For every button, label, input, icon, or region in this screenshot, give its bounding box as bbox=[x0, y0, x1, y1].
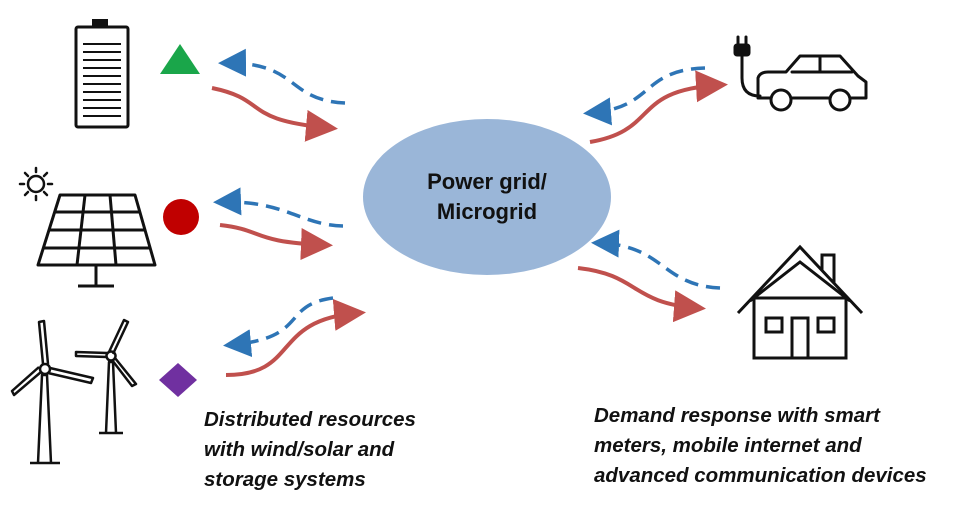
energy-flow-arrow bbox=[589, 70, 728, 144]
circle-marker-icon bbox=[163, 199, 199, 235]
hub-label-line2: Microgrid bbox=[437, 199, 537, 224]
caption-line: advanced communication devices bbox=[594, 464, 927, 487]
distributed-resources-caption: Distributed resources with wind/solar an… bbox=[204, 405, 416, 495]
caption-line: with wind/solar and bbox=[204, 438, 395, 461]
diamond-marker-icon bbox=[159, 363, 197, 397]
battery-icon bbox=[74, 19, 130, 129]
solar-panel-icon bbox=[36, 193, 157, 288]
energy-flow-arrow bbox=[219, 223, 333, 261]
caption-line: Demand response with smart bbox=[594, 404, 880, 427]
demand-response-caption: Demand response with smart meters, mobil… bbox=[594, 401, 927, 491]
caption-line: Distributed resources bbox=[204, 408, 416, 431]
caption-line: storage systems bbox=[204, 468, 366, 491]
info-flow-arrow bbox=[591, 229, 721, 290]
house-icon bbox=[736, 244, 864, 360]
info-flow-arrow bbox=[223, 296, 334, 358]
sun-icon bbox=[18, 166, 54, 202]
caption-line: meters, mobile internet and bbox=[594, 434, 862, 457]
power-grid-hub: Power grid/ Microgrid bbox=[363, 119, 611, 275]
energy-flow-arrow bbox=[211, 86, 338, 142]
hub-label-line1: Power grid/ bbox=[427, 169, 547, 194]
wind-turbine-icon bbox=[10, 318, 138, 465]
electric-car-icon bbox=[733, 35, 868, 112]
energy-flow-arrow bbox=[225, 298, 366, 377]
triangle-marker-icon bbox=[160, 44, 200, 74]
energy-flow-arrow bbox=[577, 266, 706, 323]
info-flow-arrow bbox=[213, 187, 344, 228]
